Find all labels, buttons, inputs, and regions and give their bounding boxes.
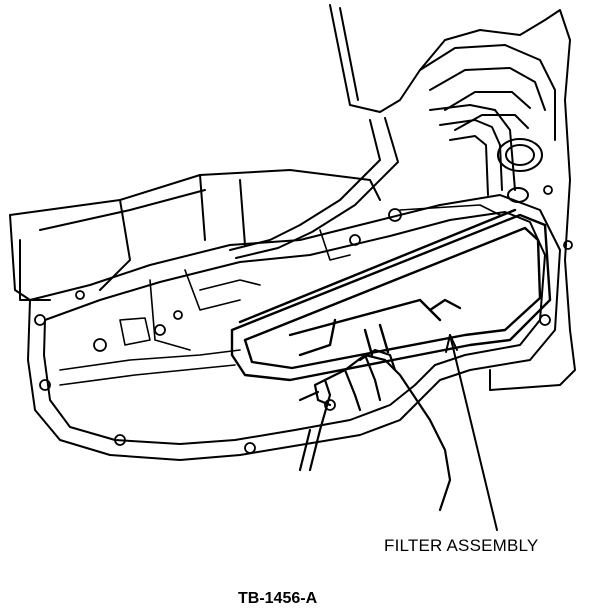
transmission-case [10, 170, 380, 300]
flange-bolt-holes [35, 186, 572, 453]
filter-assembly-label: FILTER ASSEMBLY [384, 536, 539, 555]
callout-arrow [446, 335, 497, 530]
figure-id: TB-1456-A [238, 590, 318, 607]
pan-flange [28, 195, 560, 460]
round-port [498, 139, 542, 202]
hand [300, 350, 450, 510]
valve-body-internals [60, 205, 500, 385]
filter-assembly [232, 210, 550, 380]
